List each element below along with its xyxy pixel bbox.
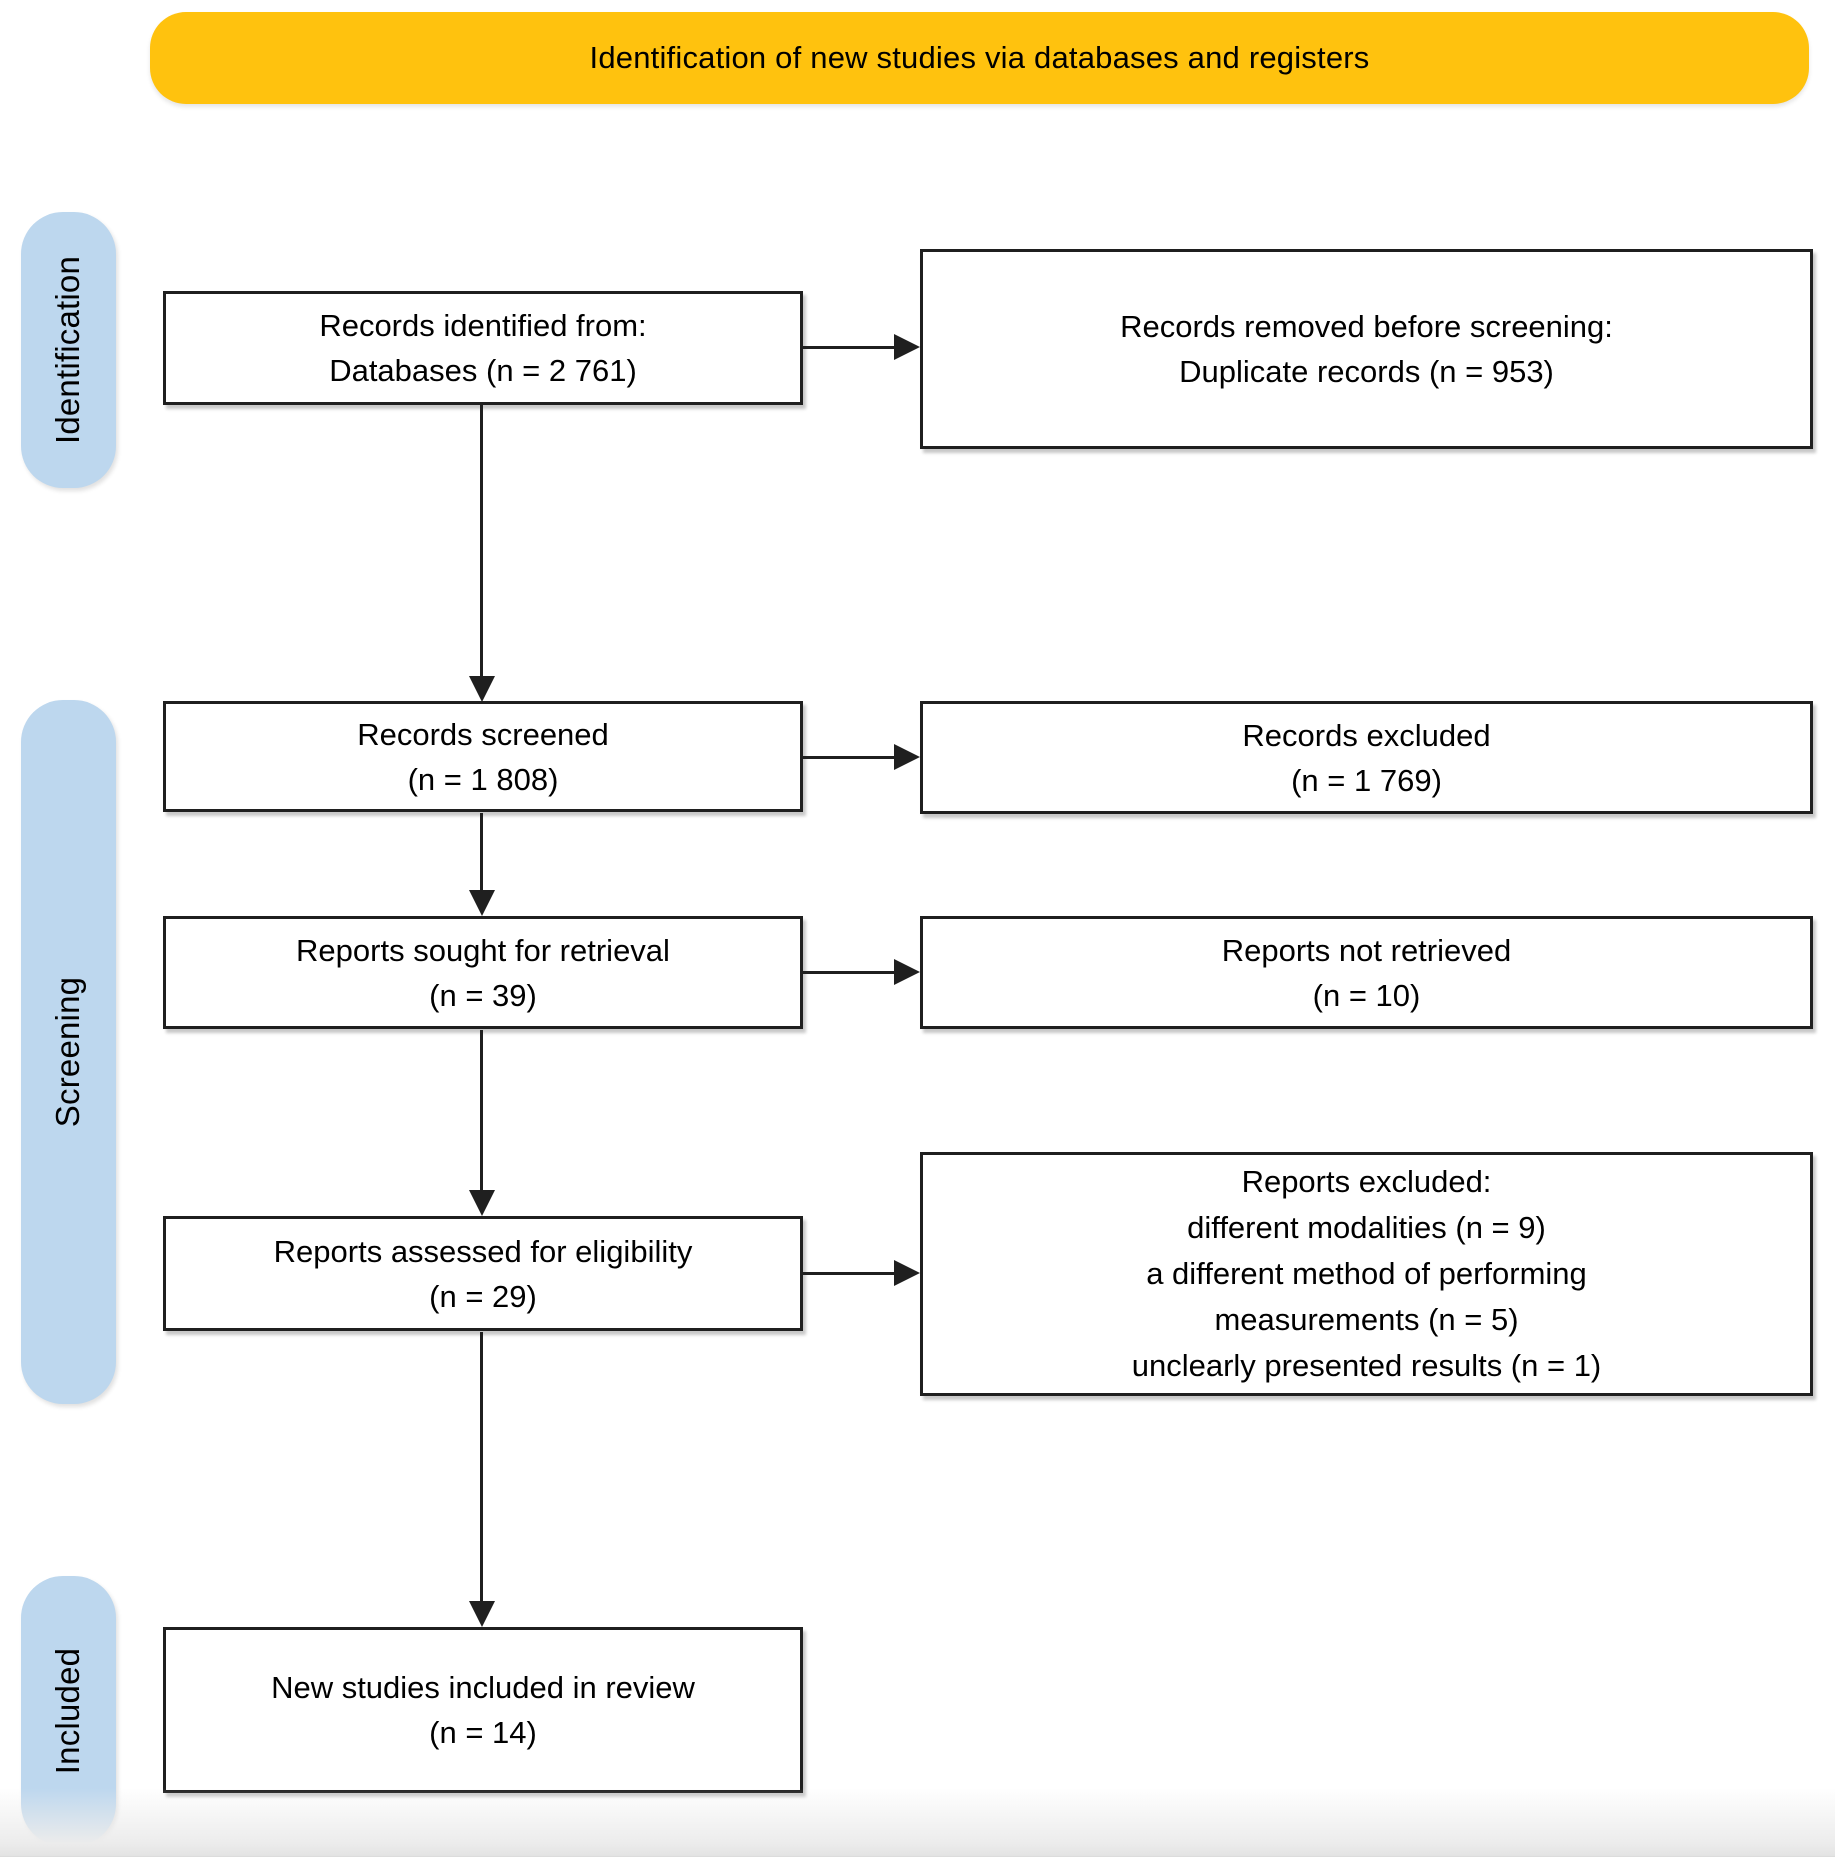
- box-new-studies-included-line1: New studies included in review: [271, 1670, 695, 1705]
- box-records-excluded-line2: (n = 1 769): [1291, 762, 1442, 798]
- box-reports-excluded-line1: Reports excluded:: [1241, 1164, 1492, 1199]
- banner-label: Identification of new studies via databa…: [589, 40, 1370, 75]
- box-reports-excluded: Reports excluded: different modalities (…: [920, 1152, 1813, 1396]
- box-records-removed-before-screening: Records removed before screening: Duplic…: [920, 249, 1813, 449]
- box-new-studies-included-line2: (n = 14): [429, 1715, 537, 1750]
- box-records-screened: Records screened (n = 1 808): [163, 701, 803, 812]
- box-reports-assessed-line2: (n = 29): [429, 1278, 537, 1314]
- box-reports-assessed-line1: Reports assessed for eligibility: [273, 1233, 693, 1269]
- box-records-screened-line1: Records screened: [357, 716, 609, 752]
- arrow-sought-to-not-retrieved-head: [894, 959, 920, 985]
- stage-label-screening: Screening: [21, 700, 116, 1404]
- box-reports-excluded-line4: measurements (n = 5): [1214, 1302, 1519, 1337]
- stage-label-identification-text: Identification: [49, 255, 87, 445]
- box-records-removed-line1: Records removed before screening:: [1120, 309, 1613, 344]
- box-records-excluded-line1: Records excluded: [1242, 717, 1491, 753]
- arrow-identified-to-removed-head: [894, 334, 920, 360]
- box-reports-not-retrieved-line1: Reports not retrieved: [1221, 932, 1512, 968]
- box-records-screened-line2: (n = 1 808): [407, 761, 559, 797]
- box-new-studies-included: New studies included in review (n = 14): [163, 1627, 803, 1793]
- arrow-screened-to-excluded-head: [894, 744, 920, 770]
- box-records-removed-line2: Duplicate records (n = 953): [1179, 354, 1554, 389]
- box-reports-sought: Reports sought for retrieval (n = 39): [163, 916, 803, 1029]
- stage-label-screening-text: Screening: [49, 976, 87, 1128]
- box-reports-excluded-line3: a different method of performing: [1146, 1256, 1587, 1291]
- stage-label-included-text: Included: [49, 1647, 87, 1775]
- box-reports-excluded-line2: different modalities (n = 9): [1187, 1210, 1546, 1245]
- stage-label-identification: Identification: [21, 212, 116, 488]
- box-records-excluded: Records excluded (n = 1 769): [920, 701, 1813, 814]
- arrow-identified-to-removed-line: [802, 346, 896, 349]
- arrow-sought-to-assessed-line: [480, 1030, 483, 1192]
- arrow-screened-to-sought-head: [469, 890, 495, 916]
- arrow-identified-to-screened-line: [480, 405, 483, 677]
- box-records-identified-line2: Databases (n = 2 761): [329, 353, 637, 388]
- box-reports-not-retrieved: Reports not retrieved (n = 10): [920, 916, 1813, 1029]
- arrow-screened-to-excluded-line: [802, 756, 896, 759]
- box-records-identified-line1: Records identified from:: [319, 308, 647, 343]
- arrow-sought-to-not-retrieved-line: [802, 971, 896, 974]
- banner-identification-via-databases: Identification of new studies via databa…: [150, 12, 1809, 104]
- page-bottom-shade: [0, 1788, 1835, 1857]
- arrow-assessed-to-reports-excluded-head: [894, 1260, 920, 1286]
- arrow-screened-to-sought-line: [480, 813, 483, 892]
- arrow-sought-to-assessed-head: [469, 1190, 495, 1216]
- arrow-assessed-to-reports-excluded-line: [802, 1272, 896, 1275]
- box-reports-sought-line2: (n = 39): [429, 977, 537, 1013]
- box-reports-excluded-line5: unclearly presented results (n = 1): [1131, 1348, 1602, 1383]
- arrow-identified-to-screened-head: [469, 676, 495, 702]
- arrow-assessed-to-included-head: [469, 1601, 495, 1627]
- arrow-assessed-to-included-line: [480, 1332, 483, 1602]
- box-reports-assessed: Reports assessed for eligibility (n = 29…: [163, 1216, 803, 1331]
- box-records-identified: Records identified from: Databases (n = …: [163, 291, 803, 405]
- box-reports-not-retrieved-line2: (n = 10): [1312, 977, 1421, 1013]
- box-reports-sought-line1: Reports sought for retrieval: [296, 932, 670, 968]
